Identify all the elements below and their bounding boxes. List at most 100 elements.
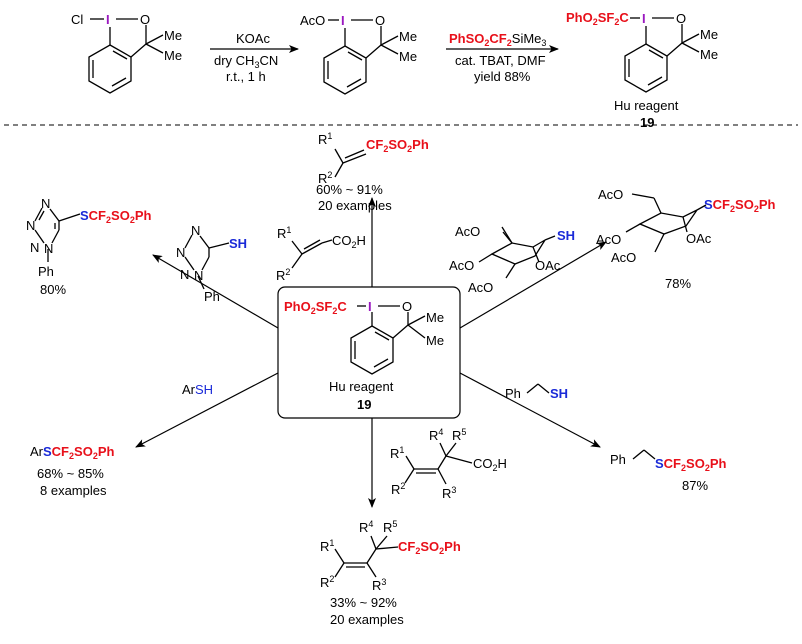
acetoxybenziodoxole-structure: AcO I O Me Me — [300, 13, 417, 95]
r2-label: R2 — [320, 574, 334, 590]
methyl-label: Me — [426, 333, 444, 348]
r1-label: R1 — [318, 131, 332, 147]
hu-reagent-center-structure: PhO2SF2C I O Me Me Hu reagent 19 — [284, 299, 444, 412]
r4-label: R4 — [359, 519, 373, 535]
acetoxy-label: AcO — [449, 258, 474, 273]
iodine-label: I — [341, 13, 345, 28]
scf2so2ph-label: SCF2SO2Ph — [655, 456, 727, 473]
arrow-to-sugar — [459, 241, 607, 329]
acetoxy-label: AcO — [300, 13, 325, 28]
scf2so2ph-label: SCF2SO2Ph — [704, 197, 776, 214]
oxygen-label: O — [402, 299, 412, 314]
acetoxy-label: AcO — [611, 250, 636, 265]
r3-label: R3 — [372, 577, 386, 593]
nitrogen-label: N — [176, 245, 185, 260]
cf2so2ph-label: CF2SO2Ph — [366, 137, 429, 154]
solvent-label: dry CH3CN — [214, 53, 278, 70]
acetate-label: OAc — [686, 231, 712, 246]
aryl-examples: 8 examples — [40, 483, 107, 498]
acetoxy-label: AcO — [596, 232, 621, 247]
hu-reagent-name: Hu reagent — [614, 98, 679, 113]
alkene-yield: 60% ~ 91% — [316, 182, 383, 197]
phenyl-label: Ph — [204, 289, 220, 304]
difluoro-sulfone-label: PhO2SF2C — [284, 299, 347, 316]
chloro-label: Cl — [71, 12, 83, 27]
r5-label: R5 — [452, 427, 466, 443]
mercaptotetrazole-substrate: N N N N SH Ph — [176, 223, 247, 304]
methyl-label: Me — [700, 27, 718, 42]
compound-number: 19 — [640, 115, 654, 130]
acetoxy-label: AcO — [598, 187, 623, 202]
nitrogen-label: N — [41, 196, 50, 211]
difluoro-sulfone-label: PhO2SF2C — [566, 10, 629, 27]
phenyl-label: Ph — [610, 452, 626, 467]
nitrogen-label: N — [194, 268, 203, 283]
aryl-product-label: ArSCF2SO2Ph — [30, 444, 115, 461]
r3-label: R3 — [442, 485, 456, 501]
benzyl-yield: 87% — [682, 478, 708, 493]
oxygen-label: O — [375, 13, 385, 28]
nitrogen-label: N — [191, 223, 200, 238]
hu-reagent-name: Hu reagent — [329, 379, 394, 394]
r1-label: R1 — [277, 225, 291, 241]
nitrogen-label: N — [44, 241, 53, 256]
phenyl-label: Ph — [38, 264, 54, 279]
acetate-label: OAc — [535, 258, 561, 273]
carboxylic-acid-label: CO2H — [332, 233, 366, 250]
benzyl-thiol-substrate: Ph SH — [505, 383, 568, 401]
arrow-to-aryl — [135, 372, 279, 448]
cinnamic-acid-substrate: R1 R2 CO2H — [276, 225, 366, 283]
methyl-label: Me — [399, 29, 417, 44]
iodine-label: I — [106, 12, 110, 27]
scf2so2ph-label: SCF2SO2Ph — [80, 208, 152, 225]
allyl-yield: 33% ~ 92% — [330, 595, 397, 610]
r2-label: R2 — [276, 267, 290, 283]
r1-label: R1 — [320, 538, 334, 554]
conditions-label: r.t., 1 h — [226, 69, 266, 84]
allylic-acid-substrate: R1 R2 R3 R4 R5 CO2H — [390, 427, 507, 501]
chlorobenziodoxole-structure: Cl I O Me Me — [71, 12, 182, 94]
benzyl-product-structure: Ph SCF2SO2Ph — [610, 449, 727, 473]
iodine-label: I — [368, 299, 372, 314]
compound-number: 19 — [357, 397, 371, 412]
thioglucose-substrate: AcO AcO AcO OAc SH — [449, 224, 575, 295]
alkene-product-structure: R1 R2 CF2SO2Ph — [318, 131, 429, 186]
arrow-to-benzyl — [459, 372, 601, 448]
r2-label: R2 — [318, 170, 332, 186]
r5-label: R5 — [383, 519, 397, 535]
allyl-examples: 20 examples — [330, 612, 404, 627]
methyl-label: Me — [700, 47, 718, 62]
r1-label: R1 — [390, 445, 404, 461]
nitrogen-label: N — [30, 240, 39, 255]
reagent-tms-sulfone: PhSO2CF2SiMe3 — [449, 31, 546, 48]
thiol-label: SH — [557, 228, 575, 243]
aryl-thiol-substrate: ArSH — [182, 382, 213, 397]
carboxylic-acid-label: CO2H — [473, 456, 507, 473]
oxygen-label: O — [140, 12, 150, 27]
tetrazole-product-structure: N N N N SCF2SO2Ph Ph — [26, 196, 152, 279]
alkene-examples: 20 examples — [318, 198, 392, 213]
iodine-label: I — [642, 11, 646, 26]
r2-label: R2 — [391, 481, 405, 497]
sugar-yield: 78% — [665, 276, 691, 291]
phenyl-label: Ph — [505, 386, 521, 401]
thiol-label: SH — [550, 386, 568, 401]
aryl-yield: 68% ~ 85% — [37, 466, 104, 481]
reagent-koac: KOAc — [236, 31, 270, 46]
nitrogen-label: N — [26, 218, 35, 233]
thiol-label: SH — [229, 236, 247, 251]
yield-label: yield 88% — [474, 69, 531, 84]
hu-reagent-center-box — [277, 286, 461, 419]
hu-reagent-top-structure: PhO2SF2C I O Me Me Hu reagent 19 — [566, 10, 718, 130]
arrow-to-tetrazole — [152, 254, 279, 329]
methyl-label: Me — [164, 28, 182, 43]
r4-label: R4 — [429, 427, 443, 443]
methyl-label: Me — [426, 310, 444, 325]
cf2so2ph-label: CF2SO2Ph — [398, 539, 461, 556]
acetoxy-label: AcO — [468, 280, 493, 295]
oxygen-label: O — [676, 11, 686, 26]
tetrazole-yield: 80% — [40, 282, 66, 297]
glycosyl-product-structure: AcO AcO AcO OAc SCF2SO2Ph — [596, 187, 776, 265]
methyl-label: Me — [399, 49, 417, 64]
